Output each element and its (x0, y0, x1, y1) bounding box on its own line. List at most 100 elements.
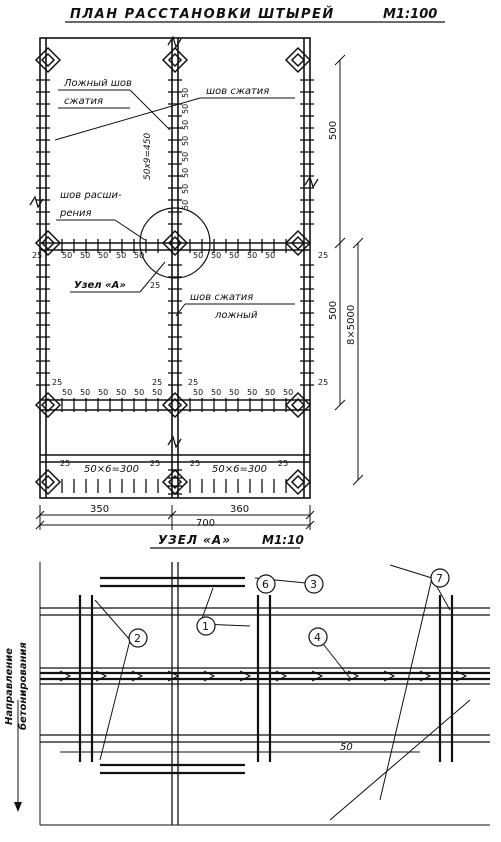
dowel-chevron (131, 670, 144, 682)
dowel-chevron (95, 670, 108, 682)
direction-arrow-icon (14, 802, 22, 812)
callout-3: 3 (310, 578, 317, 591)
detail-title: УЗЕЛ «А» (158, 533, 231, 547)
dim-360: 360 (230, 504, 249, 515)
dowel-chevron (167, 670, 180, 682)
spacing-50-label: 50 (193, 251, 203, 260)
edge-25-d: 25 (52, 378, 62, 387)
callout-1-circle (196, 616, 216, 636)
dim-700: 700 (196, 518, 215, 529)
label-expansion-1: шов расши- (60, 190, 122, 201)
callout-2-circle (128, 628, 148, 648)
plan-scale: М1:100 (383, 7, 437, 22)
break-marks (29, 35, 319, 449)
spacing-50-label: 50 (181, 184, 190, 194)
spacing-50-label: 50 (62, 251, 72, 260)
callout-group: 1 2 3 4 6 7 (128, 568, 450, 648)
spacing-50-label: 50 (152, 388, 162, 397)
edge-25-j: 25 (190, 459, 200, 468)
spacing-50-label: 50 (134, 388, 144, 397)
spacing-50-label: 50 (181, 200, 190, 210)
spacing-50-label: 50 (229, 388, 239, 397)
dim-500-top: 500 (328, 121, 339, 140)
direction-label-2: бетонирования (17, 642, 29, 730)
edge-25-g: 25 (318, 378, 328, 387)
dimension-lines (35, 54, 364, 530)
spacing-labels: 50 50 50 50 50 50 50 50 50 50 50 50 50 50 50 50 50 50 50 50… (62, 88, 293, 397)
dim-8x5000: 8×5000 (346, 305, 357, 345)
spacing-50-label: 50 (98, 251, 108, 260)
label-compression: сжатия (64, 96, 103, 107)
annotations: Ложный шов сжатия шов сжатия шов расши- … (32, 78, 328, 475)
spacing-50-label: 50 (265, 251, 275, 260)
slab-outline (39, 37, 311, 499)
plan-title: ПЛАН РАССТАНОВКИ ШТЫРЕЙ (70, 6, 335, 22)
spacing-50-label: 50 (98, 388, 108, 397)
detail-dim-50: 50 (340, 742, 353, 753)
label-comp-false-2: ложный (214, 310, 258, 321)
callout-6: 6 (262, 578, 269, 591)
dowel-chevron (311, 670, 324, 682)
spacing-50-label: 50 (193, 388, 203, 397)
dowel-chevron (347, 670, 360, 682)
corner-nodes (34, 46, 312, 496)
spacing-50-label: 50 (80, 251, 90, 260)
spacing-50-label: 50 (134, 251, 144, 260)
callout-4-circle (308, 627, 328, 647)
edge-25-e: 25 (152, 378, 162, 387)
spacing-50-label: 50 (265, 388, 275, 397)
spacing-50-label: 50 (80, 388, 90, 397)
spacing-50-label: 50 (116, 251, 126, 260)
edge-25-f: 25 (188, 378, 198, 387)
label-false-joint: Ложный шов (63, 78, 132, 89)
callout-2: 2 (134, 632, 141, 645)
spacing-50-label: 50 (181, 152, 190, 162)
callout-4: 4 (314, 631, 321, 644)
dowel-chevron (59, 670, 72, 682)
spacing-50-label: 50 (247, 251, 257, 260)
label-comp-false-1: шов сжатия (190, 292, 253, 303)
label-node-a: Узел «А» (74, 280, 126, 291)
dowel-chevron (239, 670, 252, 682)
spacing-50-label: 50 (181, 136, 190, 146)
edge-25-b: 25 (150, 281, 160, 290)
dim-350: 350 (90, 504, 109, 515)
label-spacing-right: 50×6=300 (212, 464, 267, 475)
spacing-50-label: 50 (247, 388, 257, 397)
plan-view: ПЛАН РАССТАНОВКИ ШТЫРЕЙ М1:100 (29, 6, 445, 530)
edge-25-h: 25 (60, 459, 70, 468)
spacing-50-label: 50 (229, 251, 239, 260)
spacing-50-label: 50 (211, 251, 221, 260)
spacing-50-label: 50 (62, 388, 72, 397)
spacing-50-label: 50 (283, 388, 293, 397)
detail-scale: М1:10 (262, 533, 304, 547)
dowel-chevron (203, 670, 216, 682)
label-vertical-spacing: 50x9=450 (143, 133, 153, 180)
callout-3-circle (304, 574, 324, 594)
spacing-50-label: 50 (181, 168, 190, 178)
callout-7: 7 (436, 572, 443, 585)
edge-25-a: 25 (32, 251, 42, 260)
spacing-50-label: 50 (211, 388, 221, 397)
detail-leaders (17, 564, 471, 821)
label-expansion-2: рения (59, 208, 92, 219)
spacing-50-label: 50 (116, 388, 126, 397)
detail-dowels (40, 576, 490, 775)
detail-view: УЗЕЛ «А» М1:10 (4, 533, 490, 826)
callout-6-circle (256, 574, 276, 594)
dowel-chevron (455, 670, 468, 682)
edge-25-c: 25 (318, 251, 328, 260)
dowel-chevrons (59, 670, 468, 682)
dowel-ticks (36, 79, 314, 495)
edge-25-k: 25 (278, 459, 288, 468)
spacing-50-label: 50 (181, 120, 190, 130)
spacing-50-label: 50 (181, 104, 190, 114)
dim-500-mid: 500 (328, 301, 339, 320)
dowel-chevron (275, 670, 288, 682)
detail-frame (39, 562, 490, 826)
detail-joints (40, 562, 490, 825)
node-a-circle (139, 207, 211, 279)
direction-label-1: Направление (4, 648, 15, 725)
callout-1: 1 (202, 620, 209, 633)
